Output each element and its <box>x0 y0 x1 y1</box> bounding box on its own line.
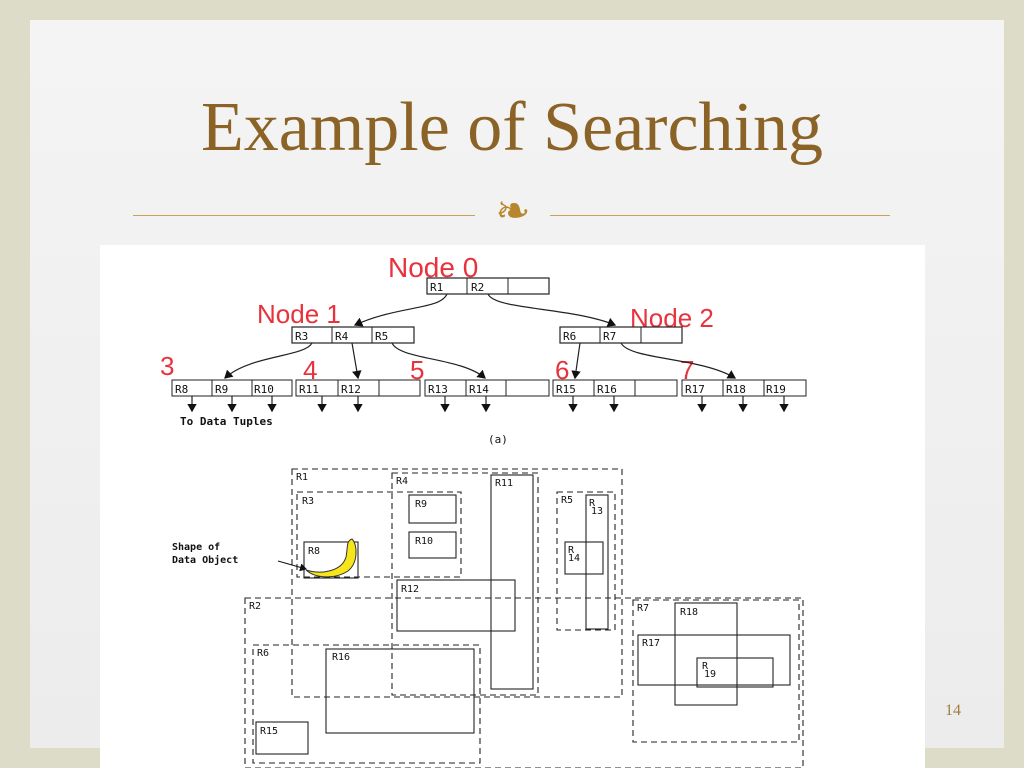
leaf-node-5: R13 R14 <box>424 379 550 397</box>
rtree-figure: Node 0 Node 1 Node 2 3 4 5 6 7 R1 R2 R3 … <box>100 245 925 768</box>
label-r14-bottom: 14 <box>568 553 580 564</box>
shape-label-line1: Shape of <box>172 542 220 553</box>
spatial-regions: R1 R2 R3 R4 R5 R6 R7 R8 R9 R10 R11 R12 R… <box>172 468 804 768</box>
svg-text:R18: R18 <box>726 383 746 396</box>
tree-structure: Node 0 Node 1 Node 2 3 4 5 6 7 R1 R2 R3 … <box>160 252 807 446</box>
leaf-label-3: 3 <box>160 351 174 381</box>
region-r1 <box>291 468 623 698</box>
fleuron-ornament-icon: ❧ <box>495 186 531 235</box>
region-r17 <box>637 634 791 686</box>
label-r11: R11 <box>495 478 513 489</box>
rtree-diagram: Node 0 Node 1 Node 2 3 4 5 6 7 R1 R2 R3 … <box>160 252 807 768</box>
label-r18: R18 <box>680 607 698 618</box>
region-r3 <box>296 491 462 578</box>
to-data-tuples-label: To Data Tuples <box>180 415 273 428</box>
tuple-arrows <box>187 396 789 413</box>
figure-caption: (a) <box>488 433 508 446</box>
title-divider-right <box>550 215 890 216</box>
leaf-node-6: R15 R16 <box>552 379 678 397</box>
shape-label-line2: Data Object <box>172 554 238 566</box>
region-r18 <box>674 602 738 706</box>
data-object-shape <box>305 538 357 578</box>
label-r13-top: R <box>589 498 596 509</box>
region-r6 <box>252 644 481 764</box>
region-r14 <box>564 541 604 575</box>
svg-text:R15: R15 <box>556 383 576 396</box>
region-r16 <box>325 648 475 734</box>
label-r1: R1 <box>296 472 308 483</box>
node2-label: Node 2 <box>630 303 714 333</box>
label-r16: R16 <box>332 652 350 663</box>
leaf-node-3: R8 R9 R10 <box>171 379 293 397</box>
label-r7: R7 <box>637 603 649 614</box>
region-r19 <box>696 657 774 688</box>
root-entry-r2: R2 <box>471 281 484 294</box>
tree-edges <box>224 293 737 380</box>
label-r14-top: R <box>568 545 575 556</box>
label-r10: R10 <box>415 536 433 547</box>
region-r15 <box>255 721 309 755</box>
svg-text:R13: R13 <box>428 383 448 396</box>
node2-entry-r6: R6 <box>563 330 576 343</box>
page-number: 14 <box>945 702 961 719</box>
region-r12 <box>396 579 516 632</box>
label-r9: R9 <box>415 499 427 510</box>
svg-text:R12: R12 <box>341 383 361 396</box>
svg-text:R9: R9 <box>215 383 228 396</box>
region-r4 <box>391 472 539 696</box>
node1-entry-r5: R5 <box>375 330 388 343</box>
label-r15: R15 <box>260 726 278 737</box>
tree-node-2: R6 R7 <box>559 326 683 344</box>
region-r13 <box>585 494 609 630</box>
node2-entry-r7: R7 <box>603 330 616 343</box>
region-r7 <box>632 599 800 743</box>
leaf-label-7: 7 <box>680 355 694 385</box>
label-r2: R2 <box>249 601 261 612</box>
label-r13-bottom: 13 <box>591 506 603 517</box>
svg-text:R11: R11 <box>299 383 319 396</box>
leaf-node-7: R17 R18 R19 <box>681 379 807 397</box>
slide-title: Example of Searching <box>200 89 823 166</box>
leaf-label-6: 6 <box>555 355 569 385</box>
svg-text:R14: R14 <box>469 383 489 396</box>
label-r17: R17 <box>642 638 660 649</box>
region-r2 <box>244 597 804 768</box>
label-r4: R4 <box>396 476 408 487</box>
label-r19-top: R <box>702 661 709 672</box>
label-r5: R5 <box>561 495 573 506</box>
svg-text:R10: R10 <box>254 383 274 396</box>
title-divider-left <box>133 215 475 216</box>
region-r11 <box>490 474 534 690</box>
label-r8: R8 <box>308 546 320 557</box>
leaf-label-4: 4 <box>303 355 317 385</box>
svg-text:R17: R17 <box>685 383 705 396</box>
label-r19-bottom: 19 <box>704 669 716 680</box>
node1-label: Node 1 <box>257 299 341 329</box>
region-r9 <box>408 494 457 524</box>
region-r10 <box>408 531 457 559</box>
svg-text:R16: R16 <box>597 383 617 396</box>
svg-text:R19: R19 <box>766 383 786 396</box>
node1-entry-r3: R3 <box>295 330 308 343</box>
label-r12: R12 <box>401 584 419 595</box>
label-r3: R3 <box>302 496 314 507</box>
region-r8 <box>303 541 359 579</box>
tree-node-1: R3 R4 R5 <box>291 326 415 344</box>
data-object-pointer <box>277 560 307 572</box>
node1-entry-r4: R4 <box>335 330 349 343</box>
region-r5 <box>556 491 616 631</box>
root-entry-r1: R1 <box>430 281 443 294</box>
leaf-node-4: R11 R12 <box>295 379 421 397</box>
label-r6: R6 <box>257 648 269 659</box>
leaf-label-5: 5 <box>410 355 424 385</box>
svg-text:R8: R8 <box>175 383 188 396</box>
